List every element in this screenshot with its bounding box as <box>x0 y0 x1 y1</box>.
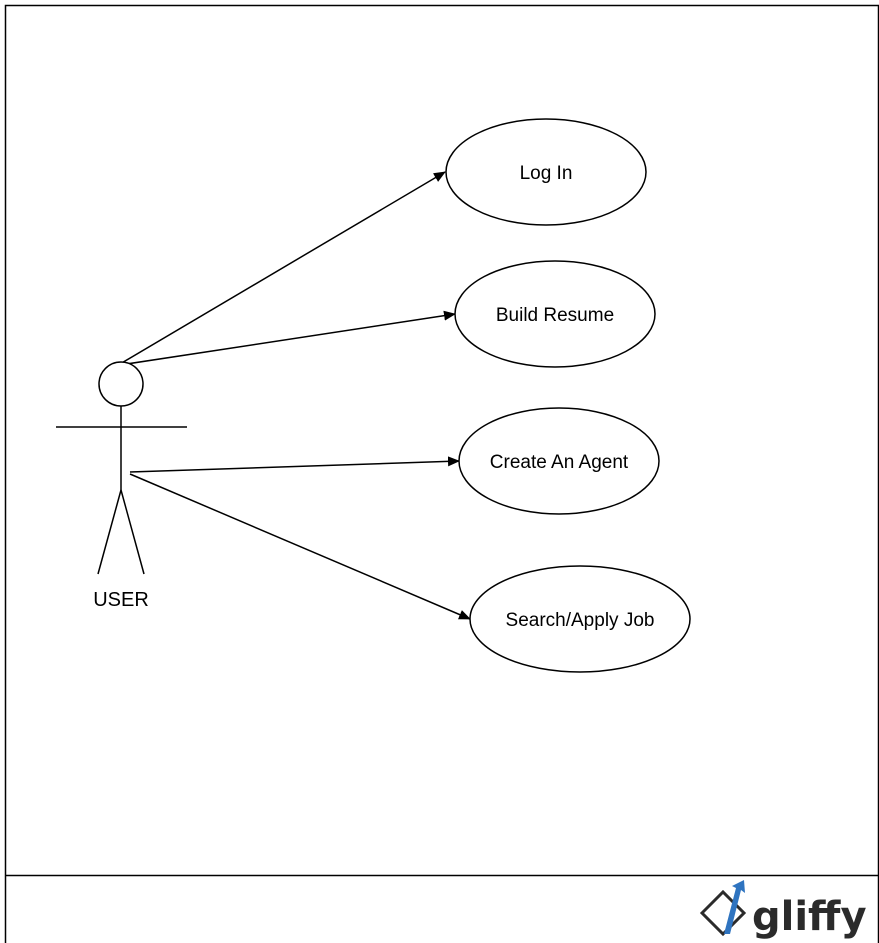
use-case-create-agent[interactable]: Create An Agent <box>458 407 660 515</box>
association-arrow-create-agent <box>129 456 460 473</box>
use-case-ellipse <box>469 565 691 673</box>
actor-right-leg <box>120 489 145 575</box>
actor-left-leg <box>97 489 122 575</box>
association-arrow-build-resume <box>119 310 456 366</box>
use-case-build-resume[interactable]: Build Resume <box>454 260 656 368</box>
use-case-ellipse <box>454 260 656 368</box>
use-case-label-build-resume: Build Resume <box>496 305 614 326</box>
actor-label: USER <box>93 589 149 611</box>
association-arrow-search-apply-job <box>129 473 471 620</box>
actor-head <box>98 361 144 407</box>
association-arrow-login <box>119 171 446 365</box>
use-case-label-search-apply-job: Search/Apply Job <box>506 610 655 631</box>
gliffy-logo: gliffy <box>699 880 867 940</box>
use-case-login[interactable]: Log In <box>445 118 647 226</box>
use-case-label-create-agent: Create An Agent <box>490 452 629 473</box>
diagram-frame <box>4 4 879 943</box>
use-case-search-apply-job[interactable]: Search/Apply Job <box>469 565 691 673</box>
use-case-ellipse <box>445 118 647 226</box>
use-case-ellipse <box>458 407 660 515</box>
actor-user[interactable] <box>56 361 187 575</box>
gliffy-logo-icon <box>699 880 747 937</box>
gliffy-logo-text: gliffy <box>752 894 867 940</box>
use-case-label-login: Log In <box>520 163 573 184</box>
